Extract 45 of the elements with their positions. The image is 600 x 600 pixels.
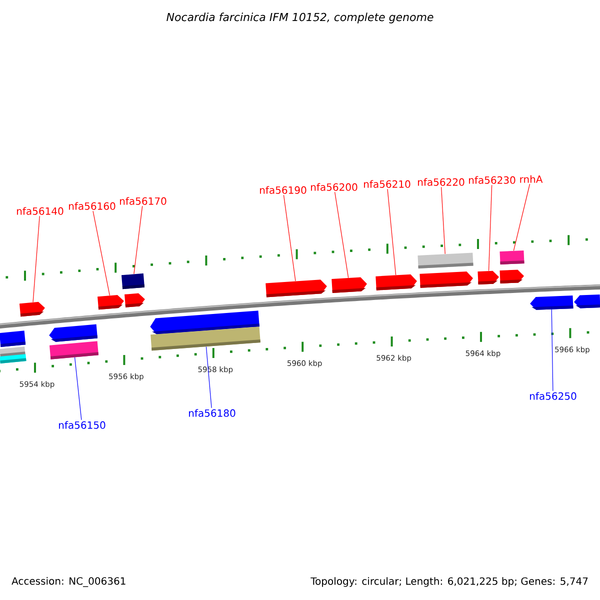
gene-feature <box>49 324 98 342</box>
gene-label: nfa56140 <box>17 207 64 215</box>
leader-line <box>134 206 143 274</box>
gene-feature <box>0 354 26 364</box>
title: Nocardia farcinica IFM 10152, complete genome <box>166 12 434 24</box>
genome-info-text: Topology: circular; Length: 6,021,225 bp; Genes: 5,747 <box>310 577 588 587</box>
gene-feature <box>98 295 124 310</box>
gene-feature <box>121 273 145 290</box>
leader-line <box>551 309 554 392</box>
gene-feature <box>376 274 417 290</box>
gene-feature <box>49 341 99 360</box>
gene-label: nfa56210 <box>364 180 410 188</box>
gene-label: nfa56190 <box>260 186 306 194</box>
gene-feature <box>0 330 26 347</box>
accession-text: Accession: NC_006361 <box>12 577 126 587</box>
gene-feature <box>530 295 574 310</box>
gene-label: nfa56170 <box>120 197 166 205</box>
gene-feature <box>500 270 524 284</box>
gene-label: nfa56200 <box>311 183 358 191</box>
gene-label: rnhA <box>520 175 543 183</box>
gene-label: nfa56160 <box>69 202 116 210</box>
gene-label: nfa56230 <box>469 176 516 184</box>
leader-line <box>32 216 40 302</box>
gene-label: nfa56220 <box>418 178 464 186</box>
leader-line <box>488 184 492 272</box>
gene-feature <box>266 280 327 298</box>
gene-feature <box>124 293 145 308</box>
gene-label: nfa56150 <box>59 421 106 429</box>
leader-line <box>513 184 530 251</box>
gene-label: nfa56180 <box>189 409 236 417</box>
leader-line <box>334 192 349 278</box>
leader-line <box>283 194 296 282</box>
gene-feature <box>19 302 45 317</box>
gene-feature <box>418 252 474 268</box>
gene-label: nfa56250 <box>530 392 576 400</box>
leader-line <box>441 186 446 254</box>
leader-line <box>387 188 396 276</box>
leader-line <box>92 210 110 296</box>
gene-feature <box>574 294 600 308</box>
gene-feature <box>420 272 473 288</box>
gene-feature <box>478 270 499 284</box>
gene-feature <box>332 277 367 293</box>
gene-feature <box>150 326 260 351</box>
leader-line <box>206 346 212 408</box>
gene-feature <box>500 250 524 264</box>
